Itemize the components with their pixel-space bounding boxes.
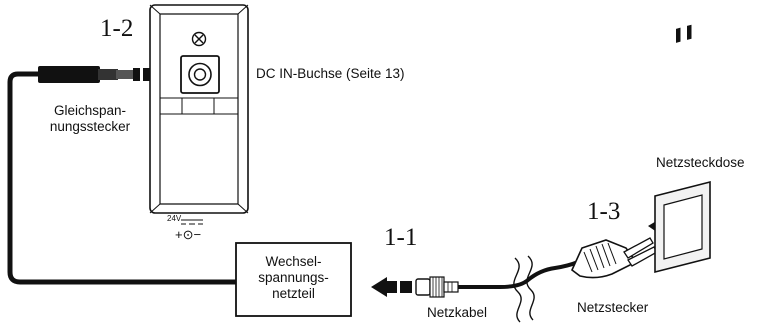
polarity-label: +⊙− <box>175 227 202 242</box>
dc-plug-icon <box>38 66 134 83</box>
ac-adapter-label-line3: netzteil <box>272 286 315 302</box>
wall-socket-label: Netzsteckdose <box>656 155 745 170</box>
dc-symbol-icon <box>181 219 203 225</box>
arrow-to-adapter-icon <box>371 277 412 297</box>
dc-in-jack-icon <box>180 55 220 94</box>
mains-plug-label: Netzstecker <box>577 300 649 315</box>
ac-adapter-label-line2: spannungs- <box>258 270 329 286</box>
cord-break-icon <box>513 255 535 323</box>
step-1-2-label: 1-2 <box>100 15 134 42</box>
dc-in-jack-label: DC IN-Buchse (Seite 13) <box>256 66 405 81</box>
wall-socket-icon <box>654 24 711 274</box>
step-1-3-label: 1-3 <box>587 198 621 225</box>
ac-adapter-label: Wechsel- spannungs- netzteil <box>236 254 351 303</box>
step-1-1-label: 1-1 <box>384 224 418 251</box>
ac-adapter-box <box>235 242 352 317</box>
mains-plug-icon <box>571 237 658 279</box>
voltage-label: 24V <box>167 214 182 223</box>
power-cord-connector-icon <box>415 276 459 298</box>
power-cord-label: Netzkabel <box>427 305 488 320</box>
dc-plug-label: Gleichspan- nungsstecker <box>42 103 138 135</box>
instrument-panel <box>149 4 249 214</box>
ac-adapter-label-line1: Wechsel- <box>265 254 322 269</box>
dc-plug-label-line2: nungsstecker <box>49 119 131 135</box>
dc-plug-label-line1: Gleichspan- <box>53 103 127 118</box>
screw-icon <box>191 31 207 47</box>
power-cord <box>458 260 579 289</box>
dc-cable <box>7 71 236 285</box>
